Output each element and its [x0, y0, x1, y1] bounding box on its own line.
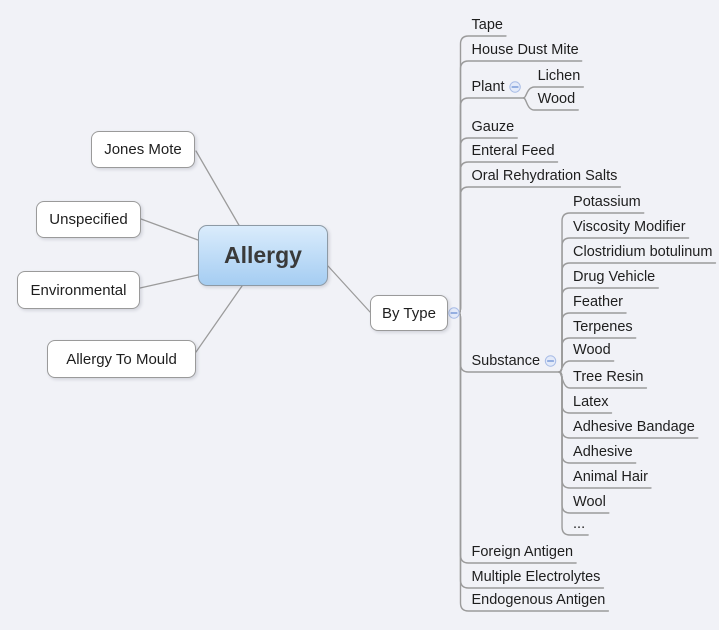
collapse-icon[interactable]: [544, 355, 557, 367]
topic-label: Jones Mote: [104, 141, 182, 158]
topic-adhesive-bandage[interactable]: Adhesive Bandage: [573, 417, 695, 437]
topic-label: Environmental: [30, 281, 127, 299]
topic-label: Tree Resin: [573, 369, 644, 385]
topic-adhesive[interactable]: Adhesive: [573, 442, 633, 462]
topic-drug-vehicle[interactable]: Drug Vehicle: [573, 267, 655, 287]
topic-feather[interactable]: Feather: [573, 292, 623, 312]
topic-label: Animal Hair: [573, 469, 648, 485]
connector-line: [195, 285, 243, 353]
topic-tape[interactable]: Tape: [472, 15, 503, 35]
topic-label: Adhesive: [573, 444, 633, 460]
topic-substance[interactable]: Substance: [472, 351, 541, 371]
topic-oral-rehydration-salts[interactable]: Oral Rehydration Salts: [472, 166, 618, 186]
topic-unspecified[interactable]: Unspecified: [36, 201, 141, 238]
topic-label: Foreign Antigen: [471, 544, 574, 560]
topic-label: Terpenes: [573, 319, 633, 335]
topic-label: Clostridium botulinum: [573, 244, 713, 260]
connector-line: [458, 186, 622, 314]
central-topic-allergy[interactable]: Allergy: [198, 225, 328, 286]
connector-line: [139, 274, 199, 289]
topic-label: Feather: [573, 294, 624, 310]
topic-tree-resin[interactable]: Tree Resin: [573, 367, 643, 387]
topic-plant[interactable]: Plant: [472, 77, 505, 97]
topic-allergy-to-mould[interactable]: Allergy To Mould: [47, 340, 196, 378]
topic-label: Gauze: [471, 119, 515, 135]
connector-line: [458, 312, 610, 612]
topic-label: Wool: [573, 494, 606, 510]
topic-jones-mote[interactable]: Jones Mote: [91, 131, 195, 168]
topic-animal-hair[interactable]: Animal Hair: [573, 467, 648, 487]
topic-label: Unspecified: [49, 211, 128, 228]
topic-label: Multiple Electrolytes: [471, 569, 601, 585]
topic-foreign-antigen[interactable]: Foreign Antigen: [472, 542, 574, 562]
topic-label: ...: [573, 516, 586, 532]
topic-endogenous-antigen[interactable]: Endogenous Antigen: [472, 590, 606, 610]
topic-clostridium-botulinum[interactable]: Clostridium botulinum: [573, 242, 712, 262]
topic-environmental[interactable]: Environmental: [17, 271, 140, 309]
topic-label: Enteral Feed: [471, 143, 555, 159]
connector-line: [558, 371, 589, 536]
topic-label: Plant: [471, 79, 505, 95]
connector-line: [140, 218, 199, 241]
connector-line: [327, 265, 371, 313]
topic-wood[interactable]: Wood: [573, 340, 611, 360]
topic-label: Adhesive Bandage: [573, 419, 695, 435]
topic-label: Latex: [573, 394, 609, 410]
topic-label: Wood: [573, 342, 611, 358]
topic-ellipsis[interactable]: ...: [573, 514, 585, 534]
topic-house-dust-mite[interactable]: House Dust Mite: [472, 40, 579, 60]
topic-label: Viscosity Modifier: [573, 219, 686, 235]
topic-label: Wood: [537, 91, 576, 107]
topic-label: Oral Rehydration Salts: [471, 168, 618, 184]
connector-line: [522, 97, 579, 111]
topic-terpenes[interactable]: Terpenes: [573, 317, 633, 337]
topic-label: By Type: [382, 304, 436, 322]
topic-viscosity-modifier[interactable]: Viscosity Modifier: [573, 217, 686, 237]
topic-label: Tape: [471, 17, 503, 33]
topic-multiple-electrolytes[interactable]: Multiple Electrolytes: [472, 567, 601, 587]
topic-gauze[interactable]: Gauze: [472, 117, 515, 137]
central-topic-label: Allergy: [224, 242, 302, 268]
topic-label: Lichen: [537, 68, 581, 84]
collapse-icon[interactable]: [509, 81, 521, 93]
topic-wool[interactable]: Wool: [573, 492, 606, 512]
topic-label: Substance: [471, 353, 541, 369]
topic-label: Drug Vehicle: [573, 269, 656, 285]
topic-enteral-feed[interactable]: Enteral Feed: [472, 141, 555, 161]
connector-line: [195, 150, 241, 228]
collapse-icon[interactable]: [448, 307, 460, 319]
topic-label: Allergy To Mould: [66, 350, 177, 368]
topic-by-type[interactable]: By Type: [370, 295, 448, 331]
topic-label: Potassium: [573, 194, 641, 210]
topic-latex[interactable]: Latex: [573, 392, 608, 412]
topic-wood[interactable]: Wood: [538, 89, 576, 109]
topic-label: Endogenous Antigen: [471, 592, 606, 608]
topic-potassium[interactable]: Potassium: [573, 192, 641, 212]
topic-label: House Dust Mite: [471, 42, 579, 58]
topic-lichen[interactable]: Lichen: [538, 66, 581, 86]
